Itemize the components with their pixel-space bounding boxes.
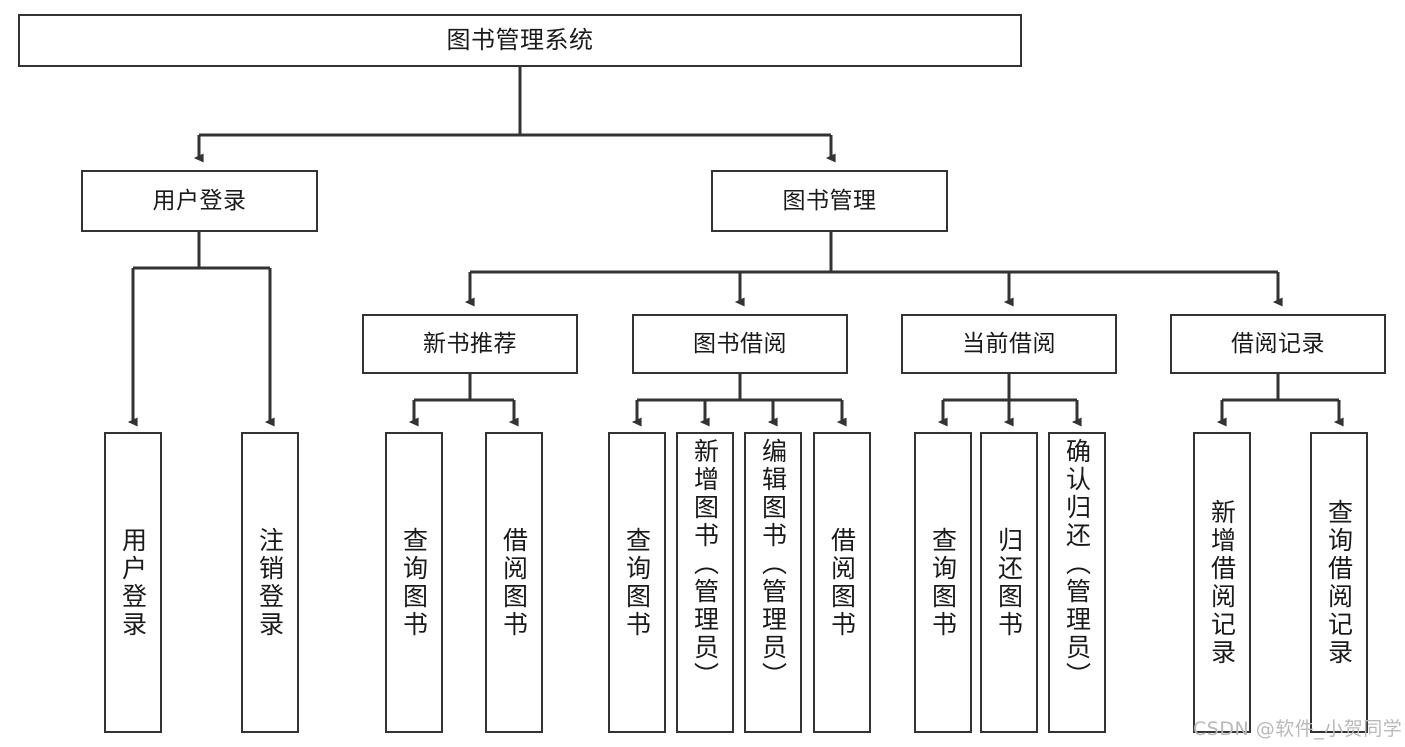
leaf-add-record[interactable]: 新增借阅记录 <box>1193 432 1251 733</box>
node-new-book-recommend[interactable]: 新书推荐 <box>362 314 578 374</box>
node-label: 图书管理系统 <box>446 25 594 54</box>
node-label: 新增借阅记录 <box>1207 498 1237 667</box>
node-book-management[interactable]: 图书管理 <box>711 170 948 232</box>
watermark-text: CSDN @软件_小贺同学 <box>1193 718 1403 740</box>
node-label: 编辑图书（管理员） <box>758 438 788 690</box>
leaf-user-login[interactable]: 用户登录 <box>104 432 162 733</box>
node-label: 归还图书 <box>994 526 1024 639</box>
node-root-book-management-system[interactable]: 图书管理系统 <box>18 14 1022 67</box>
node-user-login[interactable]: 用户登录 <box>81 170 318 232</box>
node-label: 用户登录 <box>118 526 148 639</box>
node-label: 当前借阅 <box>962 330 1056 357</box>
node-label: 查询借阅记录 <box>1324 498 1354 667</box>
node-label: 查询图书 <box>928 526 958 639</box>
leaf-query-book-2[interactable]: 查询图书 <box>608 432 666 733</box>
leaf-logout-login[interactable]: 注销登录 <box>241 432 299 733</box>
leaf-query-book-3[interactable]: 查询图书 <box>914 432 972 733</box>
node-label: 查询图书 <box>399 526 429 639</box>
leaf-query-record[interactable]: 查询借阅记录 <box>1310 432 1368 733</box>
node-borrow-record[interactable]: 借阅记录 <box>1170 314 1386 374</box>
node-label: 用户登录 <box>152 187 247 214</box>
node-label: 图书管理 <box>782 187 877 214</box>
node-book-borrow[interactable]: 图书借阅 <box>632 314 848 374</box>
node-label: 确认归还（管理员） <box>1062 438 1092 690</box>
node-label: 借阅记录 <box>1231 330 1325 357</box>
leaf-borrow-book-1[interactable]: 借阅图书 <box>485 432 543 733</box>
node-label: 借阅图书 <box>827 526 857 639</box>
node-label: 图书借阅 <box>693 330 787 357</box>
leaf-add-book[interactable]: 新增图书（管理员） <box>676 432 734 733</box>
leaf-edit-book[interactable]: 编辑图书（管理员） <box>744 432 802 733</box>
leaf-confirm-return[interactable]: 确认归还（管理员） <box>1048 432 1106 733</box>
node-label: 借阅图书 <box>499 526 529 639</box>
node-label: 查询图书 <box>622 526 652 639</box>
leaf-borrow-book-2[interactable]: 借阅图书 <box>813 432 871 733</box>
node-label: 新增图书（管理员） <box>690 438 720 690</box>
leaf-query-book-1[interactable]: 查询图书 <box>385 432 443 733</box>
node-current-borrow[interactable]: 当前借阅 <box>901 314 1117 374</box>
node-label: 注销登录 <box>255 526 285 639</box>
leaf-return-book[interactable]: 归还图书 <box>980 432 1038 733</box>
node-label: 新书推荐 <box>423 330 517 357</box>
